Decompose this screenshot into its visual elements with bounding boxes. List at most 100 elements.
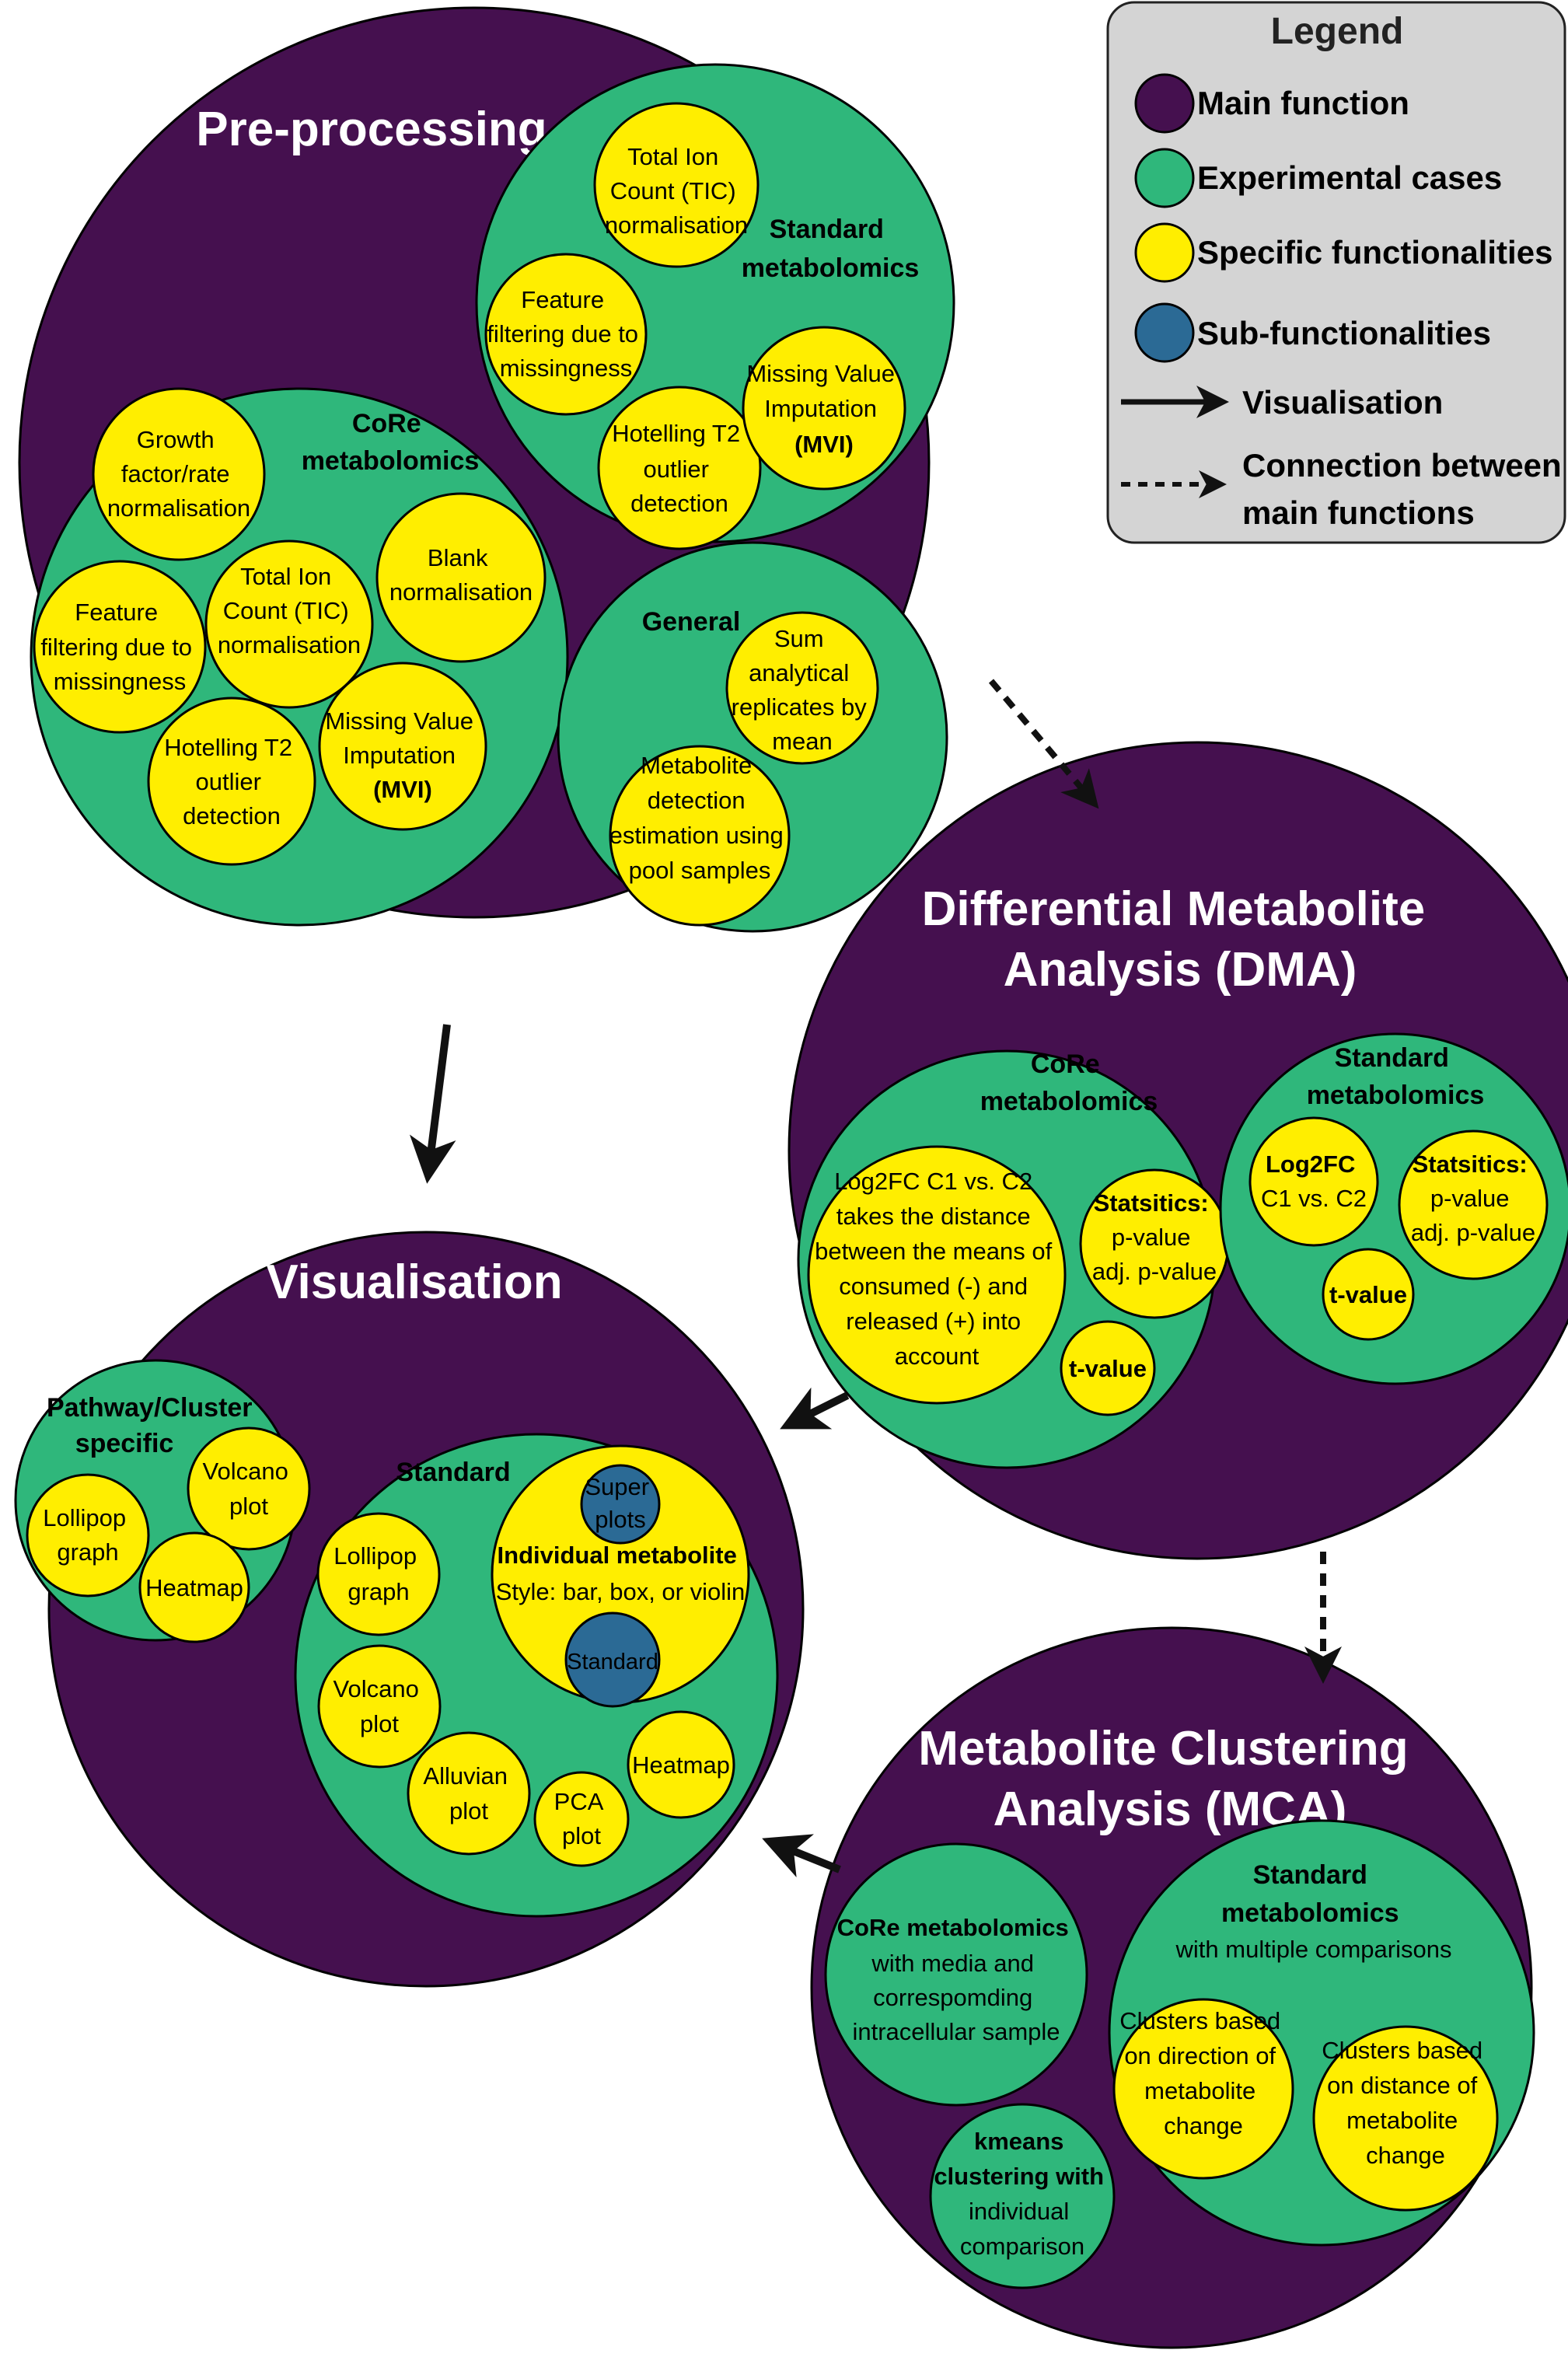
- arrow-preprocessing-to-dma: [988, 679, 1099, 809]
- legend-label-main: Main function: [1197, 85, 1409, 121]
- dma-standard-title: Standard metabolomics: [1307, 1043, 1485, 1110]
- preprocessing-group: Pre-processing Standard metabolomics Tot…: [18, 6, 955, 933]
- mca-direction-circle: [1112, 1998, 1294, 2180]
- vis-standard-group: Standard Individual metabolite Style: ba…: [294, 1433, 779, 1918]
- legend-title: Legend: [1271, 11, 1404, 52]
- mca-standard-group: Standard metabolomics with multiple comp…: [1108, 1819, 1535, 2247]
- vis-pathway-title: Pathway/Cluster specific: [47, 1393, 260, 1458]
- vis-std-alluvian-circle: [407, 1731, 531, 1856]
- pre-core-growth-label: Growth factor/rate normalisation: [107, 426, 250, 522]
- mca-standard-title: Standard metabolomics with multiple comp…: [1175, 1860, 1452, 1963]
- dma-core-group: CoRe metabolomics Log2FC C1 vs. C2 takes…: [797, 1049, 1230, 1469]
- vis-std-lollipop-circle: [316, 1512, 441, 1636]
- legend-label-connection: Connection between main functions: [1242, 447, 1568, 531]
- pre-gen-detection-label: Metabolite detection estimation using po…: [609, 752, 791, 884]
- dma-core-stats-label: Statsitics: p-value adj. p-value: [1092, 1189, 1217, 1285]
- pre-std-feature-circle: [484, 253, 648, 416]
- vis-individual-label: Individual metabolite Style: bar, box, o…: [496, 1542, 746, 1605]
- vis-pathway-lollipop-circle: [26, 1473, 150, 1598]
- pre-std-tic-label: Total Ion Count (TIC) normalisation: [605, 143, 748, 239]
- pre-core-blank-circle: [375, 492, 547, 663]
- mca-kmeans-circle: [929, 2103, 1116, 2289]
- pre-std-feature-label: Feature filtering due to missingness: [487, 286, 644, 382]
- pre-std-mvi-label: Missing Value Imputation (MVI): [746, 360, 901, 458]
- vis-pathway-group: Pathway/Cluster specific Volcano plot Lo…: [14, 1359, 311, 1643]
- vis-std-pca-label: PCA plot: [554, 1788, 609, 1849]
- pre-gen-sum-label: Sum analytical replicates by mean: [732, 625, 874, 755]
- preprocessing-standard-group: Standard metabolomics Total Ion Count (T…: [475, 63, 955, 550]
- pre-core-mvi-label: Missing Value Imputation (MVI): [325, 707, 480, 803]
- pre-core-feature-circle: [33, 560, 207, 734]
- vis-std-heatmap-circle: [627, 1710, 735, 1819]
- vis-pathway-heatmap-label: Heatmap: [145, 1574, 243, 1601]
- legend-label-sub: Sub-functionalities: [1197, 315, 1491, 351]
- vis-std-pca-circle: [533, 1771, 630, 1867]
- legend-label-specific: Specific functionalities: [1197, 234, 1552, 271]
- vis-standard-sub-circle: [564, 1612, 661, 1708]
- pre-core-hotelling-label: Hotelling T2 outlier detection: [164, 734, 299, 829]
- arrow-dma-to-visualisation: [780, 1387, 850, 1430]
- mca-core-circle: [824, 1842, 1088, 2107]
- dma-std-tvalue-circle: [1322, 1248, 1415, 1341]
- vis-std-alluvian-label: Alluvian plot: [423, 1762, 514, 1825]
- dma-standard-group: Standard metabolomics Log2FC C1 vs. C2 S…: [1219, 1032, 1568, 1385]
- visualisation-group: Visualisation Pathway/Cluster specific V…: [14, 1231, 805, 1988]
- preprocessing-general-title: General: [642, 607, 741, 637]
- pre-core-hotelling-circle: [147, 697, 316, 866]
- pre-std-mvi-circle: [742, 326, 906, 491]
- mca-kmeans-label: kmeans clustering with individual compar…: [934, 2128, 1110, 2260]
- vis-pathway-heatmap-circle: [138, 1531, 250, 1643]
- dma-core-tvalue-label: t-value: [1069, 1355, 1147, 1382]
- dma-core-log2fc-circle: [807, 1145, 1067, 1405]
- arrow-preprocessing-to-visualisation: [409, 1024, 456, 1184]
- pre-std-hotelling-label: Hotelling T2 outlier detection: [612, 420, 746, 517]
- preprocessing-core-group: CoRe metabolomics Growth factor/rate nor…: [30, 387, 569, 927]
- dma-std-log2fc-circle: [1248, 1116, 1379, 1247]
- vis-std-lollipop-label: Lollipop graph: [334, 1542, 424, 1605]
- dma-core-log2fc-label: Log2FC C1 vs. C2 takes the distance betw…: [815, 1168, 1059, 1370]
- legend-swatch-sub: [1134, 302, 1195, 363]
- legend-label-experimental: Experimental cases: [1197, 159, 1502, 196]
- vis-superplots-label: Super plots: [585, 1473, 655, 1533]
- pre-core-feature-label: Feature filtering due to missingness: [40, 599, 198, 695]
- dma-std-stats-circle: [1398, 1130, 1549, 1280]
- vis-pathway-volcano-label: Volcano plot: [203, 1458, 295, 1520]
- pre-gen-detection-circle: [609, 745, 791, 927]
- legend-box: Legend Main function Experimental cases …: [1106, 1, 1568, 544]
- mca-distance-circle: [1312, 2025, 1499, 2212]
- vis-std-heatmap-label: Heatmap: [632, 1751, 730, 1779]
- dma-std-stats-label: Statsitics: p-value adj. p-value: [1411, 1151, 1535, 1246]
- legend-swatch-experimental: [1134, 148, 1195, 208]
- legend-swatch-main: [1134, 73, 1195, 134]
- pre-core-blank-label: Blank normalisation: [389, 544, 533, 606]
- pre-std-tic-circle: [593, 102, 760, 268]
- arrow-mca-to-visualisation: [762, 1834, 841, 1878]
- dma-std-tvalue-label: t-value: [1329, 1281, 1407, 1308]
- vis-pathway-lollipop-label: Lollipop graph: [43, 1504, 133, 1566]
- mca-group: Metabolite Clustering Analysis (MCA) CoR…: [810, 1626, 1535, 2349]
- legend-swatch-specific: [1134, 222, 1195, 283]
- visualisation-title: Visualisation: [266, 1255, 562, 1309]
- dma-core-title: CoRe metabolomics: [980, 1049, 1158, 1116]
- mca-distance-label: Clusters based on distance of metabolite…: [1322, 2037, 1489, 2169]
- vis-standard-sub-label: Standard: [567, 1650, 658, 1674]
- pre-core-tic-label: Total Ion Count (TIC) normalisation: [218, 563, 361, 658]
- vis-std-volcano-circle: [317, 1644, 442, 1769]
- mca-title: Metabolite Clustering Analysis (MCA): [918, 1722, 1422, 1836]
- preprocessing-standard-title: Standard metabolomics: [742, 215, 920, 283]
- dma-std-log2fc-label: Log2FC C1 vs. C2: [1261, 1151, 1367, 1212]
- mca-core-label: CoRe metabolomics with media and corresp…: [837, 1914, 1076, 2045]
- mca-direction-label: Clusters based on direction of metabolit…: [1119, 2007, 1287, 2139]
- vis-superplots-circle: [580, 1464, 661, 1545]
- pre-std-hotelling-circle: [597, 386, 762, 550]
- preprocessing-title: Pre-processing: [196, 103, 547, 156]
- dma-title: Differential Metabolite Analysis (DMA): [922, 882, 1439, 997]
- pre-core-mvi-circle: [318, 662, 487, 831]
- dma-core-tvalue-circle: [1060, 1320, 1156, 1416]
- pre-core-tic-circle: [204, 539, 374, 709]
- vis-standard-title: Standard: [396, 1458, 510, 1487]
- vis-std-volcano-label: Volcano plot: [334, 1675, 426, 1737]
- vis-pathway-volcano-circle: [187, 1426, 311, 1551]
- dma-group: Differential Metabolite Analysis (DMA) C…: [787, 741, 1568, 1560]
